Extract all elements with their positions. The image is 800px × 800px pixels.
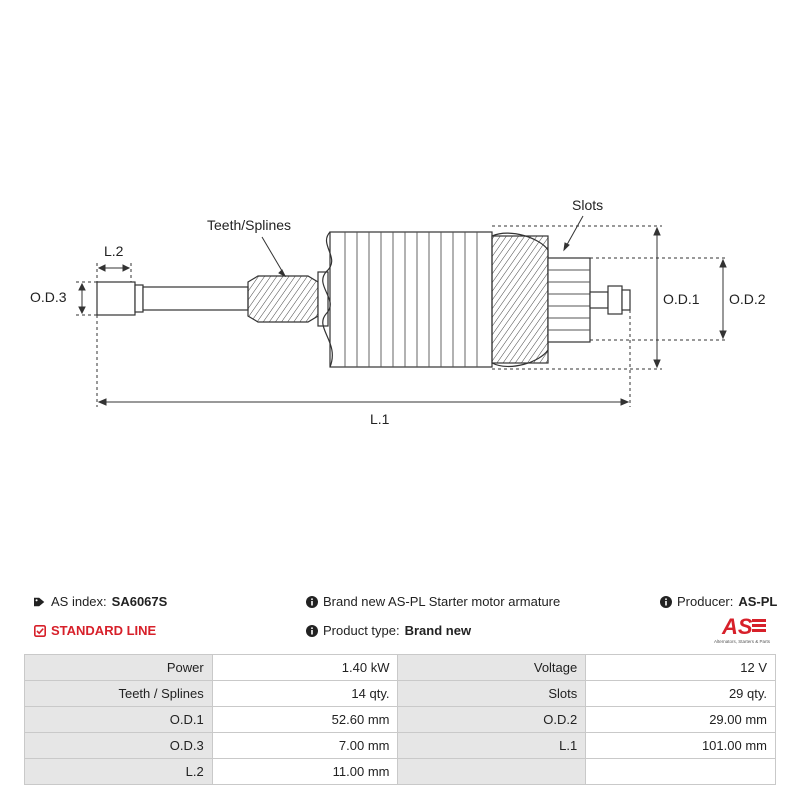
info-icon [660, 595, 672, 608]
spec-label: Voltage [397, 654, 587, 681]
as-index-label: AS index: [51, 594, 107, 609]
od2-label: O.D.2 [729, 291, 766, 307]
description: Brand new AS-PL Starter motor armature [306, 594, 560, 609]
product-type: Product type: Brand new [306, 623, 471, 638]
product-type-label: Product type: [323, 623, 400, 638]
spec-label [397, 758, 587, 785]
spec-value: 101.00 mm [585, 732, 776, 759]
producer: Producer: AS-PL [660, 594, 777, 609]
as-pl-logo: AS Alternators, Starters & Parts [714, 614, 771, 644]
as-index-value: SA6067S [111, 594, 168, 609]
logo-tagline: Alternators, Starters & Parts [714, 639, 771, 644]
logo-text: AS [721, 614, 753, 639]
standard-line-text: STANDARD LINE [51, 623, 157, 638]
teeth-splines-label: Teeth/Splines [207, 217, 291, 233]
as-index: AS index: SA6067S [34, 594, 167, 609]
spec-label: O.D.1 [24, 706, 213, 733]
standard-line: STANDARD LINE [34, 623, 156, 638]
spec-value: 52.60 mm [211, 706, 399, 733]
dimension-lines [76, 215, 728, 407]
producer-value: AS-PL [738, 594, 778, 609]
spec-label: Slots [397, 680, 587, 707]
slots-label: Slots [572, 197, 603, 213]
producer-label: Producer: [677, 594, 734, 609]
spec-value: 7.00 mm [211, 732, 399, 759]
spec-value [585, 758, 776, 785]
info-icon [306, 595, 318, 608]
od1-label: O.D.1 [663, 291, 700, 307]
spec-value: 12 V [585, 654, 776, 681]
spec-label: Power [24, 654, 213, 681]
product-type-value: Brand new [404, 623, 472, 638]
description-text: Brand new AS-PL Starter motor armature [323, 594, 561, 609]
armature-diagram: Teeth/Splines Slots L.2 O.D.3 O.D.1 O.D.… [30, 197, 766, 427]
spec-label: O.D.3 [24, 732, 213, 759]
l2-label: L.2 [104, 243, 124, 259]
armature-shape [96, 231, 631, 368]
spec-value: 29 qty. [585, 680, 776, 707]
spec-value: 14 qty. [211, 680, 399, 707]
l1-label: L.1 [370, 411, 390, 427]
spec-value: 11.00 mm [211, 758, 399, 785]
od3-label: O.D.3 [30, 289, 67, 305]
tags-icon [34, 597, 45, 606]
spec-label: L.1 [397, 732, 587, 759]
spec-label: L.2 [24, 758, 213, 785]
spec-label: O.D.2 [397, 706, 587, 733]
info-icon [306, 624, 318, 637]
spec-value: 29.00 mm [585, 706, 776, 733]
spec-label: Teeth / Splines [24, 680, 213, 707]
check-square-icon [34, 624, 46, 637]
spec-value: 1.40 kW [211, 654, 399, 681]
